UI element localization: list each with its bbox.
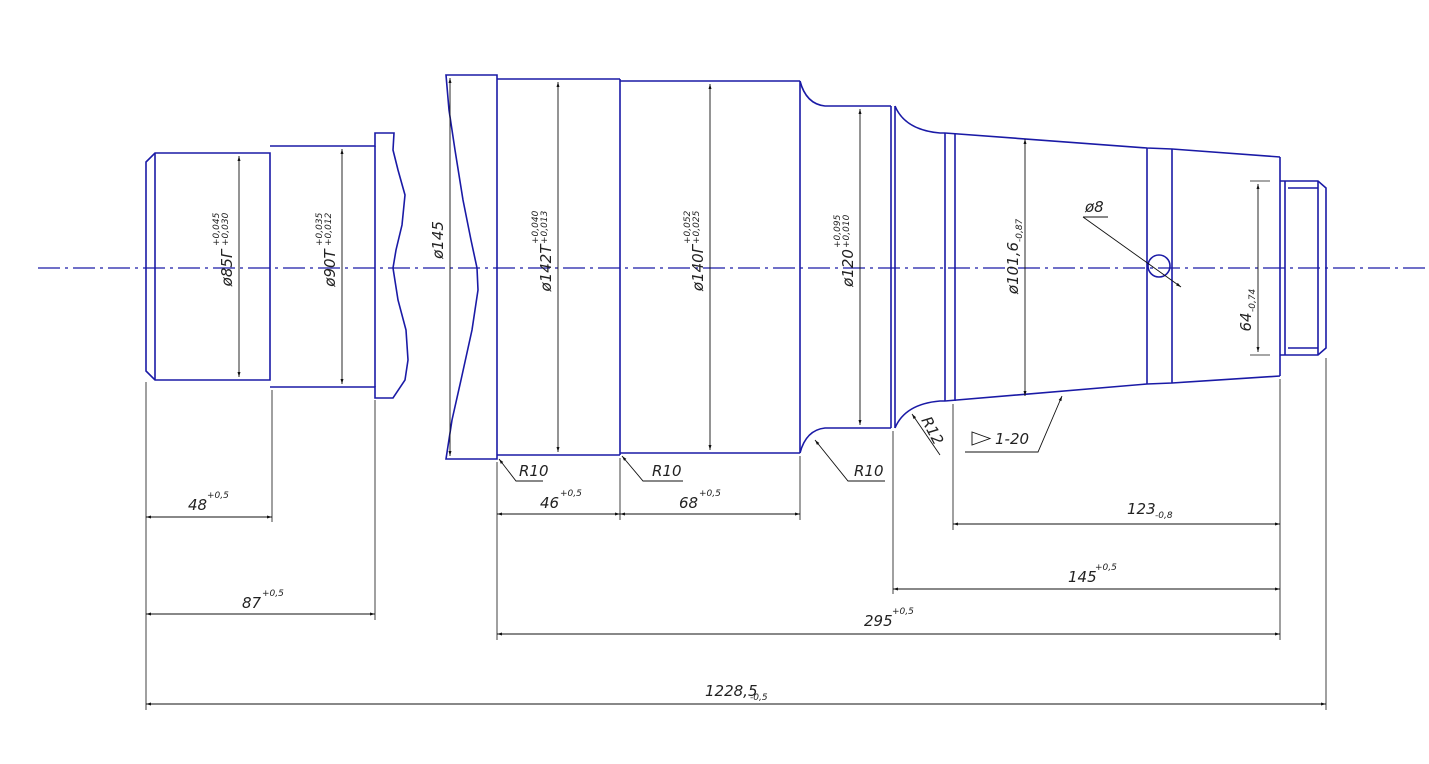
diameter-dimension-lines [237, 78, 1270, 456]
svg-text:-0,87: -0,87 [1015, 218, 1025, 242]
svg-text:+0,095: +0,095 [833, 214, 843, 248]
svg-text:48: 48 [188, 496, 207, 514]
svg-text:+0,012: +0,012 [324, 212, 334, 246]
svg-text:ø101,6: ø101,6 [1004, 242, 1022, 295]
dim-l2-label: 87 +0,5 [242, 589, 284, 612]
svg-text:-0,74: -0,74 [1248, 288, 1258, 312]
svg-text:ø145: ø145 [429, 221, 447, 260]
svg-text:+0,035: +0,035 [315, 212, 325, 246]
radius-label-4: R12 [917, 413, 947, 448]
dim-d5-label: ø140Г +0,052 +0,025 [683, 210, 707, 292]
svg-text:+0,025: +0,025 [692, 210, 702, 244]
radius-leaders [498, 395, 1063, 482]
extension-lines [145, 358, 1327, 710]
dim-l6-label: 145 +0,5 [1068, 563, 1117, 586]
dim-l8-label: 1228,5 -0,5 [705, 682, 768, 703]
svg-text:123: 123 [1127, 500, 1156, 518]
svg-text:+0,5: +0,5 [560, 489, 582, 499]
svg-text:ø120: ø120 [839, 249, 857, 288]
svg-text:145: 145 [1068, 568, 1097, 586]
svg-text:ø140Г: ø140Г [689, 243, 707, 292]
svg-text:46: 46 [540, 494, 559, 512]
svg-text:64: 64 [1237, 312, 1255, 331]
svg-text:+0,5: +0,5 [1095, 563, 1117, 573]
dim-l5-label: 123 -0,8 [1127, 500, 1173, 521]
svg-text:+0,5: +0,5 [207, 491, 229, 501]
dim-l3-label: 46 +0,5 [540, 489, 582, 512]
dim-d3-label: ø145 [429, 221, 447, 260]
svg-text:+0,030: +0,030 [221, 212, 231, 246]
dim-d2-label: ø90Т +0,035 +0,012 [315, 212, 339, 287]
svg-text:ø85Г: ø85Г [218, 248, 236, 287]
dim-d9-label: 64 -0,74 [1237, 288, 1258, 331]
taper-label: 1-20 [995, 430, 1029, 448]
svg-text:+0,052: +0,052 [683, 210, 693, 244]
length-dimension-lines [146, 512, 1326, 706]
main-shaft-section [445, 74, 1327, 460]
svg-text:ø142Т: ø142Т [537, 243, 555, 293]
svg-text:+0,5: +0,5 [262, 589, 284, 599]
svg-text:1228,5: 1228,5 [705, 682, 758, 700]
taper-symbol [971, 431, 992, 446]
svg-text:68: 68 [679, 494, 698, 512]
dim-d1-label: ø85Г +0,045 +0,030 [212, 212, 236, 287]
svg-text:+0,010: +0,010 [842, 214, 852, 248]
svg-text:295: 295 [864, 612, 893, 630]
svg-text:87: 87 [242, 594, 262, 612]
svg-text:-0,5: -0,5 [750, 693, 768, 703]
left-shaft-section [145, 132, 409, 399]
dim-l4-label: 68 +0,5 [679, 489, 721, 512]
radius-label-2: R10 [652, 462, 682, 480]
dim-d8-label: ø8 [1084, 198, 1104, 216]
svg-text:+0,5: +0,5 [892, 607, 914, 617]
radius-label-1: R10 [519, 462, 549, 480]
dim-d6-label: ø120 +0,095 +0,010 [833, 214, 857, 287]
dim-d4-label: ø142Т +0,040 +0,013 [531, 210, 555, 292]
dim-l7-label: 295 +0,5 [864, 607, 914, 630]
svg-text:+0,013: +0,013 [540, 210, 550, 244]
svg-text:-0,8: -0,8 [1155, 511, 1173, 521]
svg-text:+0,5: +0,5 [699, 489, 721, 499]
radius-label-3: R10 [854, 462, 884, 480]
dim-d7-label: ø101,6 -0,87 [1004, 218, 1025, 295]
svg-text:R12: R12 [917, 413, 947, 448]
svg-text:+0,040: +0,040 [531, 210, 541, 244]
svg-text:ø90Т: ø90Т [321, 247, 339, 287]
svg-text:+0,045: +0,045 [212, 212, 222, 246]
dim-l1-label: 48 +0,5 [188, 491, 229, 514]
